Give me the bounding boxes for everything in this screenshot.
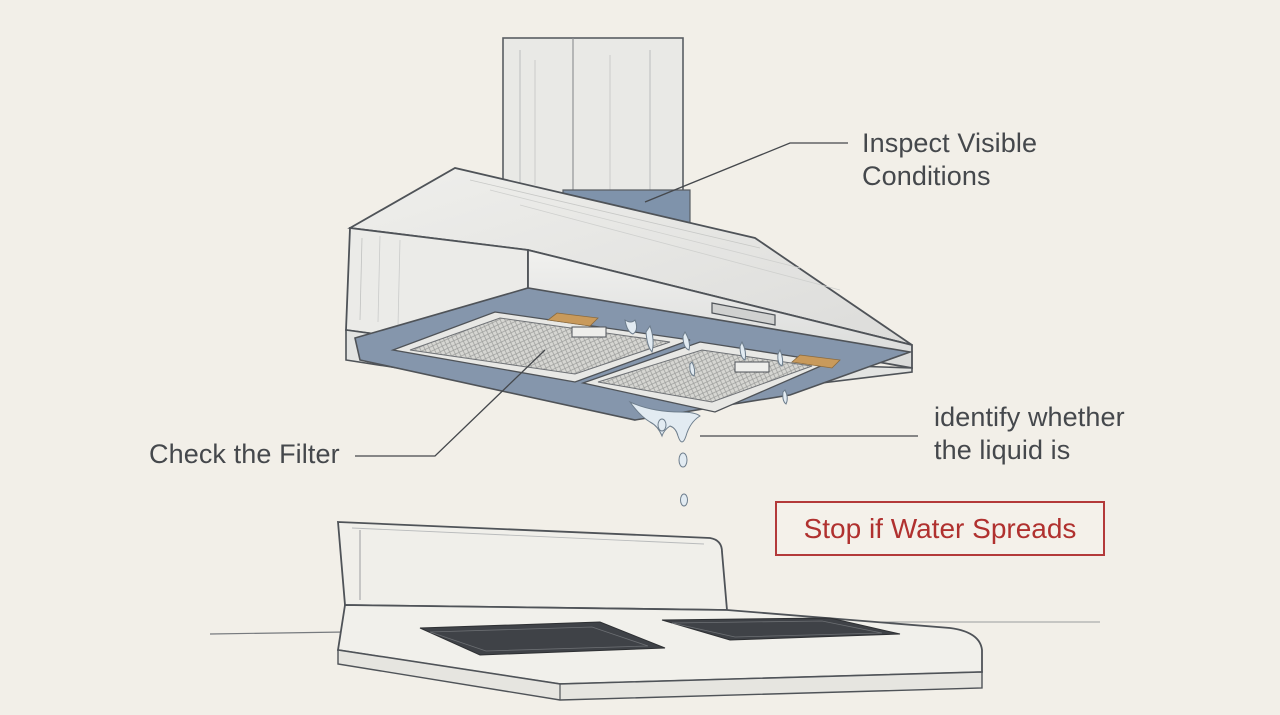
callout-identify-liquid: identify whether the liquid is [934, 401, 1125, 467]
warning-text: Stop if Water Spreads [803, 512, 1077, 544]
callout-inspect-visible-conditions: Inspect Visible Conditions [862, 127, 1037, 193]
callout-identify-line2: the liquid is [934, 435, 1071, 465]
leader-inspect [644, 142, 848, 203]
leader-lines [355, 142, 918, 457]
callout-inspect-line2: Conditions [862, 161, 991, 191]
callout-check-the-filter: Check the Filter [149, 438, 340, 471]
warning-box: Stop if Water Spreads [775, 501, 1105, 556]
stove-illustration [209, 521, 1100, 701]
hood-underside [354, 287, 914, 421]
leader-filter [355, 349, 546, 457]
callout-filter-text: Check the Filter [149, 439, 340, 469]
callout-inspect-line1: Inspect Visible [862, 128, 1038, 158]
callout-identify-line1: identify whether [934, 402, 1125, 432]
